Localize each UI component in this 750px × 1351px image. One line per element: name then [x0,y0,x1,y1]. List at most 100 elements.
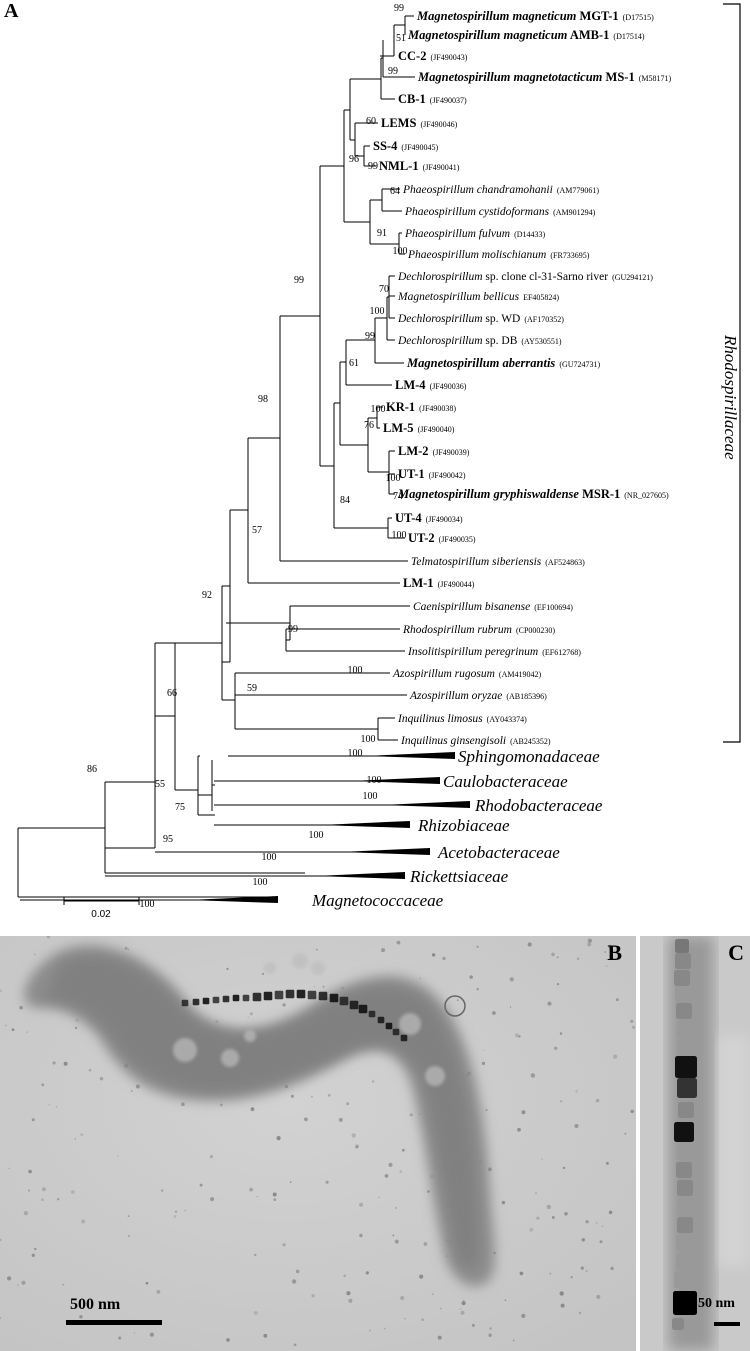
bootstrap-value: 100 [361,734,376,745]
rhodospirillaceae-label: Rhodospirillaceae [721,334,740,460]
panel-letter-c: C [728,940,744,965]
tree-scale-bar-label: 0.02 [91,909,111,920]
family-label-magneto: Magnetococcaceae [311,891,444,910]
scale-bar-b [66,1320,162,1325]
leaf-label-pfulv: Phaeospirillum fulvum(D14433) [404,228,546,240]
bootstrap-value: 99 [388,66,398,77]
leaf-label-nml1: NML-1(JF490041) [379,159,460,173]
leaf-label-ddb: Dechlorospirillum sp. DB(AY530551) [397,335,562,347]
leaf-label-ss4: SS-4(JF490045) [373,139,439,153]
scale-bar-b-label: 500 nm [70,1296,121,1313]
bootstrap-value: 75 [175,802,185,813]
leaf-label-arug: Azospirillum rugosum(AM419042) [392,668,541,680]
bootstrap-value: 99 [394,3,404,14]
bootstrap-value: 100 [367,775,382,786]
wedge-rhodobac [380,801,470,808]
bootstrap-values: 99 51 99 96 60 99 64 91 100 99 70 100 99 61 100 76 100 74… [87,3,408,910]
bootstrap-value: 100 [371,404,386,415]
bootstrap-value: 100 [348,665,363,676]
wedge-ricket [315,872,405,879]
leaf-label-kr1: KR-1(JF490038) [386,400,456,414]
leaf-label-ms1: Magnetospirillum magnetotacticum MS-1(M5… [417,70,671,84]
bootstrap-value: 100 [348,748,363,759]
leaf-label-ut4: UT-4(JF490034) [395,511,463,525]
magnetotactic-cell-image [0,936,636,1351]
tree-branches [17,15,415,901]
wedge-sphingo [365,752,455,759]
wedge-caulo [350,777,440,784]
leaf-label-cc2: CC-2(JF490043) [398,49,468,63]
leaf-label-ut1: UT-1(JF490042) [398,467,466,481]
phylogenetic-tree: A Magnetospirillum magneticum MGT-1(D175… [4,0,741,920]
leaf-label-pcyst: Phaeospirillum cystidoformans(AM901294) [404,206,596,218]
leaf-label-amb1: Magnetospirillum magneticum AMB-1(D17514… [407,28,645,42]
bootstrap-value: 98 [258,394,268,405]
bootstrap-value: 91 [377,228,387,239]
bootstrap-value: 99 [368,161,378,172]
bootstrap-value: 84 [340,495,350,506]
micrograph-b: B 500 nm [0,936,636,1351]
panel-letter-b: B [607,940,622,965]
magnetosome-chain-image [640,936,750,1351]
family-label-ricket: Rickettsiaceae [409,867,509,886]
wedge-magneto [188,896,278,903]
leaf-label-lm4: LM-4(JF490036) [395,378,467,392]
bootstrap-value: 76 [364,420,374,431]
leaf-label-igin: Inquilinus ginsengisoli(AB245352) [400,735,551,747]
bootstrap-value: 55 [155,779,165,790]
bootstrap-value: 100 [262,852,277,863]
bootstrap-value: 64 [390,186,400,197]
leaf-label-dcl31: Dechlorospirillum sp. clone cl-31-Sarno … [397,271,653,283]
family-label-sphingo: Sphingomonadaceae [458,747,600,766]
bootstrap-value: 100 [140,899,155,910]
leaf-label-lm5: LM-5(JF490040) [383,421,455,435]
bootstrap-value: 100 [370,306,385,317]
leaf-label-lm1: LM-1(JF490044) [403,576,475,590]
bootstrap-value: 96 [349,154,359,165]
leaf-label-lm2: LM-2(JF490039) [398,444,470,458]
panel-letter-a: A [4,0,19,22]
bootstrap-value: 100 [393,246,408,257]
bootstrap-value: 100 [253,877,268,888]
bootstrap-value: 100 [392,530,407,541]
leaf-label-dwd: Dechlorospirillum sp. WD(AF170352) [397,313,564,325]
bootstrap-value: 59 [247,683,257,694]
leaf-label-cbis: Caenispirillum bisanense(EF100694) [413,601,573,613]
bootstrap-value: 74 [393,491,403,502]
leaf-labels: Magnetospirillum magneticum MGT-1(D17515… [373,9,671,747]
family-label-rhodobac: Rhodobacteraceae [474,796,603,815]
leaf-label-msr1: Magnetospirillum gryphiswaldense MSR-1(N… [397,487,669,501]
bootstrap-value: 86 [87,764,97,775]
scale-bar-c-label: 50 nm [698,1296,735,1311]
bootstrap-value: 99 [288,624,298,635]
bootstrap-value: 51 [396,33,406,44]
family-label-rhizo: Rhizobiaceae [417,816,510,835]
leaf-label-mgt1: Magnetospirillum magneticum MGT-1(D17515… [416,9,654,23]
family-label-aceto: Acetobacteraceae [437,843,560,862]
wedge-aceto [340,848,430,855]
tree-scale-bar: 0.02 [63,897,140,920]
bootstrap-value: 100 [309,830,324,841]
family-label-caulo: Caulobacteraceae [443,772,568,791]
leaf-label-cb1: CB-1(JF490037) [398,92,467,106]
leaf-label-lems: LEMS(JF490046) [381,116,458,130]
scale-bar-c [714,1322,740,1326]
leaf-label-maber: Magnetospirillum aberrantis(GU724731) [406,356,601,370]
bootstrap-value: 61 [349,358,359,369]
bootstrap-value: 99 [294,275,304,286]
bootstrap-value: 92 [202,590,212,601]
bootstrap-value: 60 [366,116,376,127]
leaf-label-ilim: Inquilinus limosus(AY043374) [397,713,527,725]
bootstrap-value: 70 [379,284,389,295]
bootstrap-value: 57 [252,525,262,536]
collapsed-clades [188,752,470,903]
leaf-label-ut2: UT-2(JF490035) [408,531,476,545]
leaf-label-ipere: Insolitispirillum peregrinum(EF612768) [407,646,581,658]
bootstrap-value: 95 [163,834,173,845]
bootstrap-value: 99 [365,331,375,342]
leaf-label-aory: Azospirillum oryzae(AB185396) [409,690,547,702]
leaf-label-rrub: Rhodospirillum rubrum(CP000230) [402,624,555,636]
wedge-rhizo [320,821,410,828]
micrograph-c: C 50 nm [640,936,750,1351]
